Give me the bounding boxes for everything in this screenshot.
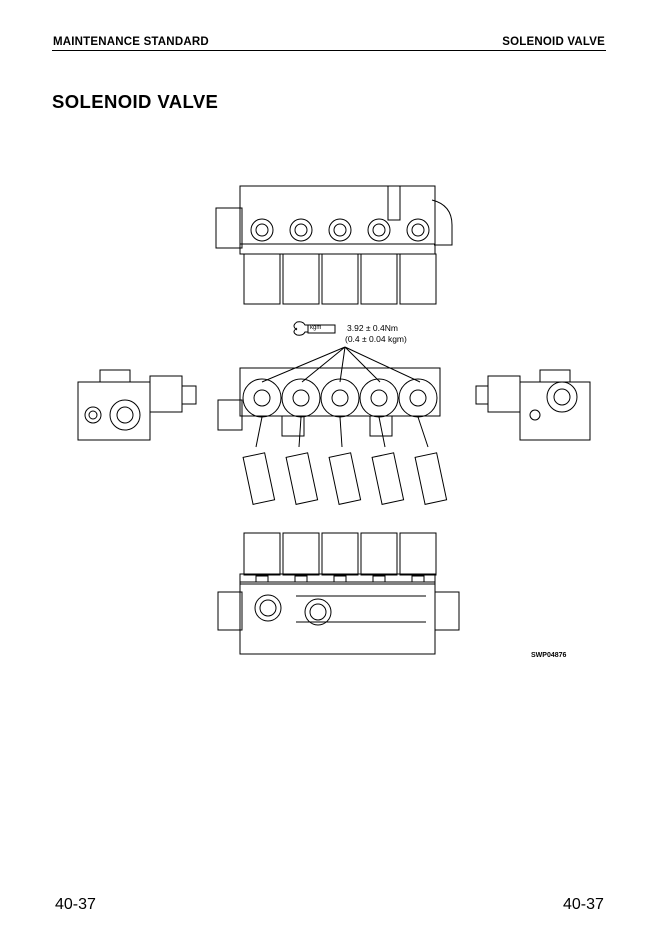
header-section-title: MAINTENANCE STANDARD bbox=[53, 36, 209, 48]
solenoid-center bbox=[253, 389, 271, 407]
torque-value-nm: 3.92 ± 0.4Nm bbox=[347, 323, 398, 333]
solenoid-center bbox=[292, 389, 310, 407]
solenoid-port bbox=[328, 218, 352, 242]
torque-unit-label: kgm bbox=[310, 325, 322, 331]
solenoid-port-inner bbox=[333, 223, 347, 237]
solenoid-tab bbox=[333, 575, 347, 583]
wrench-icon bbox=[293, 321, 336, 336]
front-view bbox=[217, 346, 448, 505]
header-page-topic: SOLENOID VALVE bbox=[502, 36, 605, 48]
solenoid-port bbox=[250, 218, 274, 242]
solenoid-coil bbox=[399, 532, 437, 576]
connector bbox=[242, 452, 276, 505]
solenoid-wire bbox=[339, 416, 343, 448]
left-side-view bbox=[77, 369, 197, 441]
solenoid-coil bbox=[321, 532, 359, 576]
solenoid-coil bbox=[321, 253, 359, 305]
page-number-left: 40-37 bbox=[55, 896, 96, 913]
solenoid-port-inner bbox=[294, 223, 308, 237]
solenoid-coil bbox=[360, 532, 398, 576]
solenoid-wire bbox=[255, 416, 263, 448]
solenoid-coil-face bbox=[359, 378, 399, 418]
solenoid-port-inner bbox=[411, 223, 425, 237]
solenoid-port bbox=[367, 218, 391, 242]
bottom-view bbox=[217, 532, 460, 655]
solenoid-coil bbox=[243, 532, 281, 576]
connector bbox=[328, 452, 362, 505]
header-rule bbox=[52, 50, 606, 51]
solenoid-center bbox=[409, 389, 427, 407]
solenoid-center bbox=[331, 389, 349, 407]
solenoid-coil bbox=[360, 253, 398, 305]
solenoid-wire bbox=[298, 416, 302, 448]
connector bbox=[414, 452, 448, 505]
right-side-view bbox=[475, 369, 591, 441]
solenoid-coil-face bbox=[281, 378, 321, 418]
solenoid-port bbox=[289, 218, 313, 242]
solenoid-tab bbox=[294, 575, 308, 583]
solenoid-coil bbox=[399, 253, 437, 305]
solenoid-coil-face bbox=[242, 378, 282, 418]
solenoid-wire bbox=[378, 416, 386, 448]
solenoid-center bbox=[370, 389, 388, 407]
connector bbox=[285, 452, 319, 505]
solenoid-coil bbox=[282, 532, 320, 576]
solenoid-port-inner bbox=[255, 223, 269, 237]
drawing-code: SWP04876 bbox=[531, 652, 567, 659]
solenoid-wire bbox=[417, 416, 429, 448]
solenoid-coil bbox=[243, 253, 281, 305]
torque-value-kgm: (0.4 ± 0.04 kgm) bbox=[345, 334, 407, 344]
solenoid-coil-face bbox=[320, 378, 360, 418]
page-number-right: 40-37 bbox=[563, 896, 604, 913]
solenoid-tab bbox=[372, 575, 386, 583]
solenoid-tab bbox=[411, 575, 425, 583]
solenoid-port-inner bbox=[372, 223, 386, 237]
top-view bbox=[215, 185, 453, 305]
solenoid-tab bbox=[255, 575, 269, 583]
connector bbox=[371, 452, 405, 505]
solenoid-port bbox=[406, 218, 430, 242]
solenoid-coil bbox=[282, 253, 320, 305]
solenoid-coil-face bbox=[398, 378, 438, 418]
page-title: SOLENOID VALVE bbox=[52, 91, 219, 112]
